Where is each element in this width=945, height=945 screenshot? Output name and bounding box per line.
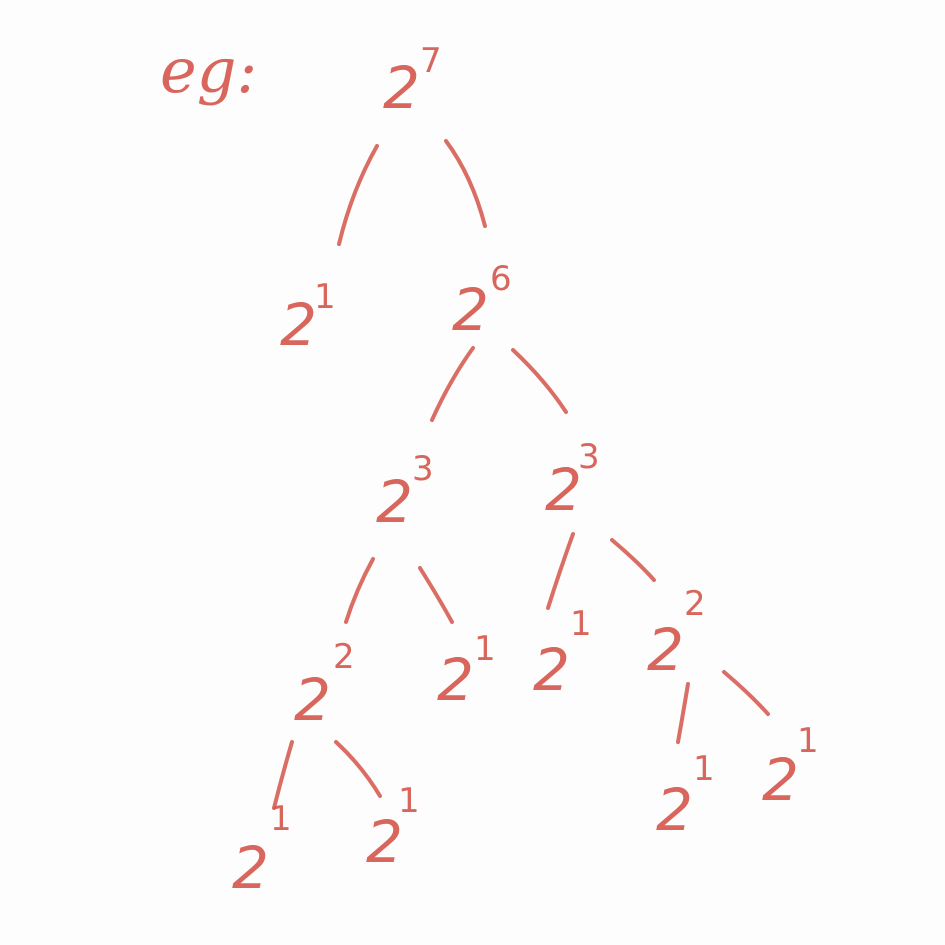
node-base: 2	[232, 834, 269, 902]
node-base: 2	[437, 646, 474, 714]
node-n-r2: 23	[545, 437, 600, 524]
node-base: 2	[294, 666, 331, 734]
tree-edges	[272, 139, 770, 810]
node-n-l1: 21	[280, 277, 336, 359]
edge-root-to-n-l1	[337, 144, 379, 246]
node-base: 2	[376, 468, 413, 536]
node-base: 2	[533, 636, 570, 704]
eg-label: eg:	[160, 34, 257, 107]
node-exponent: 2	[333, 637, 355, 677]
node-exponent: 1	[570, 604, 592, 644]
node-base: 2	[656, 776, 693, 844]
edge-n-l2-to-n-ll3	[344, 557, 375, 624]
node-n-ll3: 22	[294, 637, 355, 734]
node-exponent: 6	[490, 259, 512, 299]
edge-n-ll3-to-n-lll4	[272, 740, 294, 810]
node-base: 2	[280, 291, 317, 359]
node-exponent: 7	[420, 41, 442, 81]
node-exponent: 1	[314, 277, 336, 317]
node-base: 2	[545, 456, 582, 524]
edge-n-rr3-to-n-rrl4	[676, 682, 690, 744]
edge-n-r1-to-n-l2	[430, 346, 475, 422]
node-n-llr4: 21	[366, 781, 420, 876]
node-exponent: 1	[693, 749, 715, 789]
edge-n-ll3-to-n-llr4	[334, 740, 382, 798]
edge-n-r1-to-n-r2	[511, 348, 568, 414]
edge-n-l2-to-n-lr3	[418, 566, 454, 624]
node-base: 2	[647, 616, 684, 684]
node-exponent: 1	[474, 629, 496, 669]
node-exponent: 1	[270, 799, 292, 839]
node-n-rrl4: 21	[656, 749, 715, 844]
node-exponent: 3	[412, 449, 434, 489]
node-exponent: 1	[398, 781, 420, 821]
edge-n-rr3-to-n-rrr4	[722, 670, 770, 716]
node-exponent: 2	[684, 584, 706, 624]
node-base: 2	[452, 276, 489, 344]
node-n-rrr4: 21	[762, 721, 819, 814]
edge-n-r2-to-n-rl3	[546, 532, 575, 610]
edge-n-r2-to-n-rr3	[610, 538, 656, 582]
node-base: 2	[383, 54, 420, 122]
node-n-rl3: 21	[533, 604, 592, 704]
edge-root-to-n-r1	[444, 139, 487, 228]
node-base: 2	[762, 746, 799, 814]
node-exponent: 1	[797, 721, 819, 761]
node-exponent: 3	[578, 437, 600, 477]
node-n-lll4: 21	[232, 799, 292, 902]
node-base: 2	[366, 808, 403, 876]
node-n-rr3: 22	[647, 584, 706, 684]
